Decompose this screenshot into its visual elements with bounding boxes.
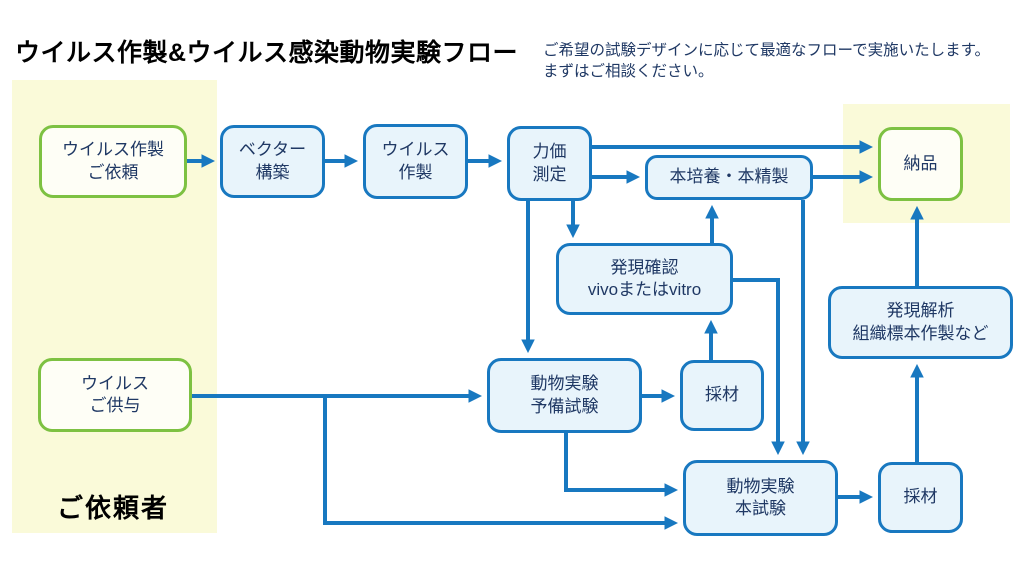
client-area-label: ご依頼者	[57, 493, 170, 523]
node-animal-preliminary-test: 動物実験 予備試験	[487, 358, 642, 433]
node-delivery: 納品	[878, 127, 963, 201]
intro-line-2: まずはご相談ください。	[543, 63, 714, 80]
node-titer-measurement: 力価 測定	[507, 126, 592, 201]
node-expression-check: 発現確認 vivoまたはvitro	[556, 243, 733, 315]
node-sampling-1: 採材	[680, 360, 764, 431]
node-virus-production: ウイルス 作製	[363, 124, 468, 199]
page-title: ウイルス作製&ウイルス感染動物実験フロー	[15, 39, 519, 67]
intro-text: ご希望の試験デザインに応じて最適なフローで実施いたします。 まずはご相談ください…	[543, 40, 990, 82]
intro-line-1: ご希望の試験デザインに応じて最適なフローで実施いたします。	[543, 42, 991, 59]
node-main-culture-purification: 本培養・本精製	[645, 155, 813, 200]
node-virus-production-request: ウイルス作製 ご依頼	[39, 125, 187, 198]
node-virus-supply: ウイルス ご供与	[38, 358, 192, 432]
node-vector-construction: ベクター 構築	[220, 125, 325, 198]
node-animal-main-test: 動物実験 本試験	[683, 460, 838, 536]
node-expression-analysis: 発現解析 組織標本作製など	[828, 286, 1013, 359]
edge-prelim-to-main-test	[564, 433, 679, 497]
node-sampling-2: 採材	[878, 462, 963, 533]
